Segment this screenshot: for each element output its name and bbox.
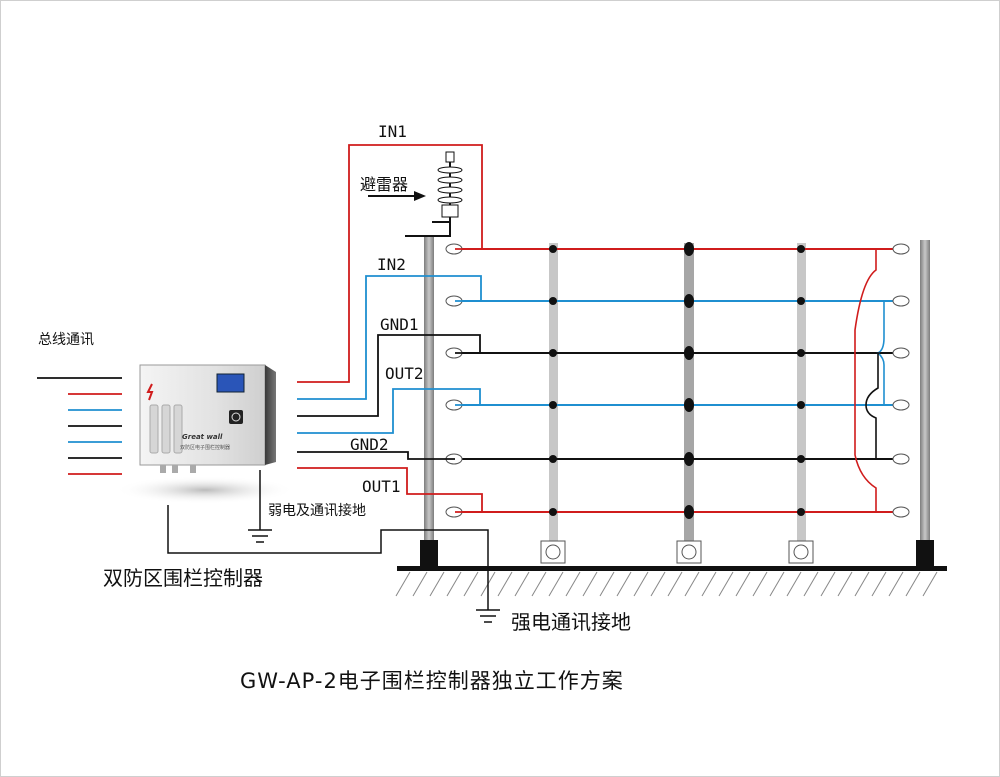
post-base-sensor-2 xyxy=(676,540,702,564)
label-in2: IN2 xyxy=(377,255,406,274)
wire-clip-post3-3 xyxy=(797,349,805,357)
mid-post-1 xyxy=(549,243,558,541)
device-button xyxy=(229,410,243,424)
wire-in1-supply xyxy=(297,144,483,383)
wire-clip-post1-1 xyxy=(549,245,557,253)
label-out1: OUT1 xyxy=(362,477,401,496)
insulator-right-2 xyxy=(892,295,910,307)
ground xyxy=(395,566,947,597)
insulators xyxy=(445,243,910,518)
wire-clip-post2-1 xyxy=(684,242,694,256)
device-logo-bolt xyxy=(146,383,154,401)
mid-post-2 xyxy=(684,243,694,541)
device-model-text: 双防区电子围栏控制器 xyxy=(180,445,231,451)
end-post-left xyxy=(420,236,438,566)
diagram-title: GW-AP-2电子围栏控制器独立工作方案 xyxy=(240,669,624,693)
insulator-right-5 xyxy=(892,453,910,465)
wire-clip-post3-4 xyxy=(797,401,805,409)
wire-gnd1-supply xyxy=(297,334,481,417)
weak-ground-symbol xyxy=(248,470,272,543)
wire-out2-supply xyxy=(297,388,481,434)
lightning-arrester xyxy=(368,151,463,237)
fence-controller-device xyxy=(115,364,295,504)
label-gnd1: GND1 xyxy=(380,315,419,334)
label-strong-ground: 强电通讯接地 xyxy=(511,610,631,634)
wire-clip-post1-5 xyxy=(549,455,557,463)
label-bus-comm: 总线通讯 xyxy=(38,332,94,348)
device-display xyxy=(216,373,245,393)
label-controller: 双防区围栏控制器 xyxy=(103,566,263,590)
wire-clip-post1-4 xyxy=(549,401,557,409)
wire-clip-post1-2 xyxy=(549,297,557,305)
device-brand: Great wall xyxy=(182,433,223,441)
label-gnd2: GND2 xyxy=(350,435,389,454)
insulator-right-3 xyxy=(892,347,910,359)
insulator-right-6 xyxy=(892,506,910,518)
wire-clip-post1-6 xyxy=(549,508,557,516)
wire-clip-post2-3 xyxy=(684,346,694,360)
wire-in2-supply xyxy=(297,275,482,400)
wire-clip-post3-1 xyxy=(797,245,805,253)
post-base-sensor-1 xyxy=(540,540,566,564)
insulator-right-4 xyxy=(892,399,910,411)
wire-clip-post3-6 xyxy=(797,508,805,516)
end-post-right xyxy=(916,240,934,566)
mid-post-3 xyxy=(797,243,806,541)
wire-gnd2-supply xyxy=(297,451,455,460)
wire-clip-post2-4 xyxy=(684,398,694,412)
post-base-sensor-3 xyxy=(788,540,814,564)
wire-clip-post2-6 xyxy=(684,505,694,519)
wire-clip-post3-5 xyxy=(797,455,805,463)
label-lightning-arrester: 避雷器 xyxy=(360,175,409,194)
wire-out1-supply xyxy=(297,467,483,513)
wire-clip-post1-3 xyxy=(549,349,557,357)
label-out2: OUT2 xyxy=(385,364,424,383)
bus-comm-lines xyxy=(37,377,122,475)
fence-wires xyxy=(455,248,900,513)
wire-clip-post2-5 xyxy=(684,452,694,466)
supply-wires xyxy=(297,144,483,513)
right-loop-connections xyxy=(854,248,890,513)
wire-clips xyxy=(549,242,805,519)
label-weak-ground: 弱电及通讯接地 xyxy=(268,503,366,519)
insulator-right-1 xyxy=(892,243,910,255)
strong-ground-wire xyxy=(167,505,500,623)
wire-clip-post3-2 xyxy=(797,297,805,305)
wire-clip-post2-2 xyxy=(684,294,694,308)
label-in1: IN1 xyxy=(378,122,407,141)
